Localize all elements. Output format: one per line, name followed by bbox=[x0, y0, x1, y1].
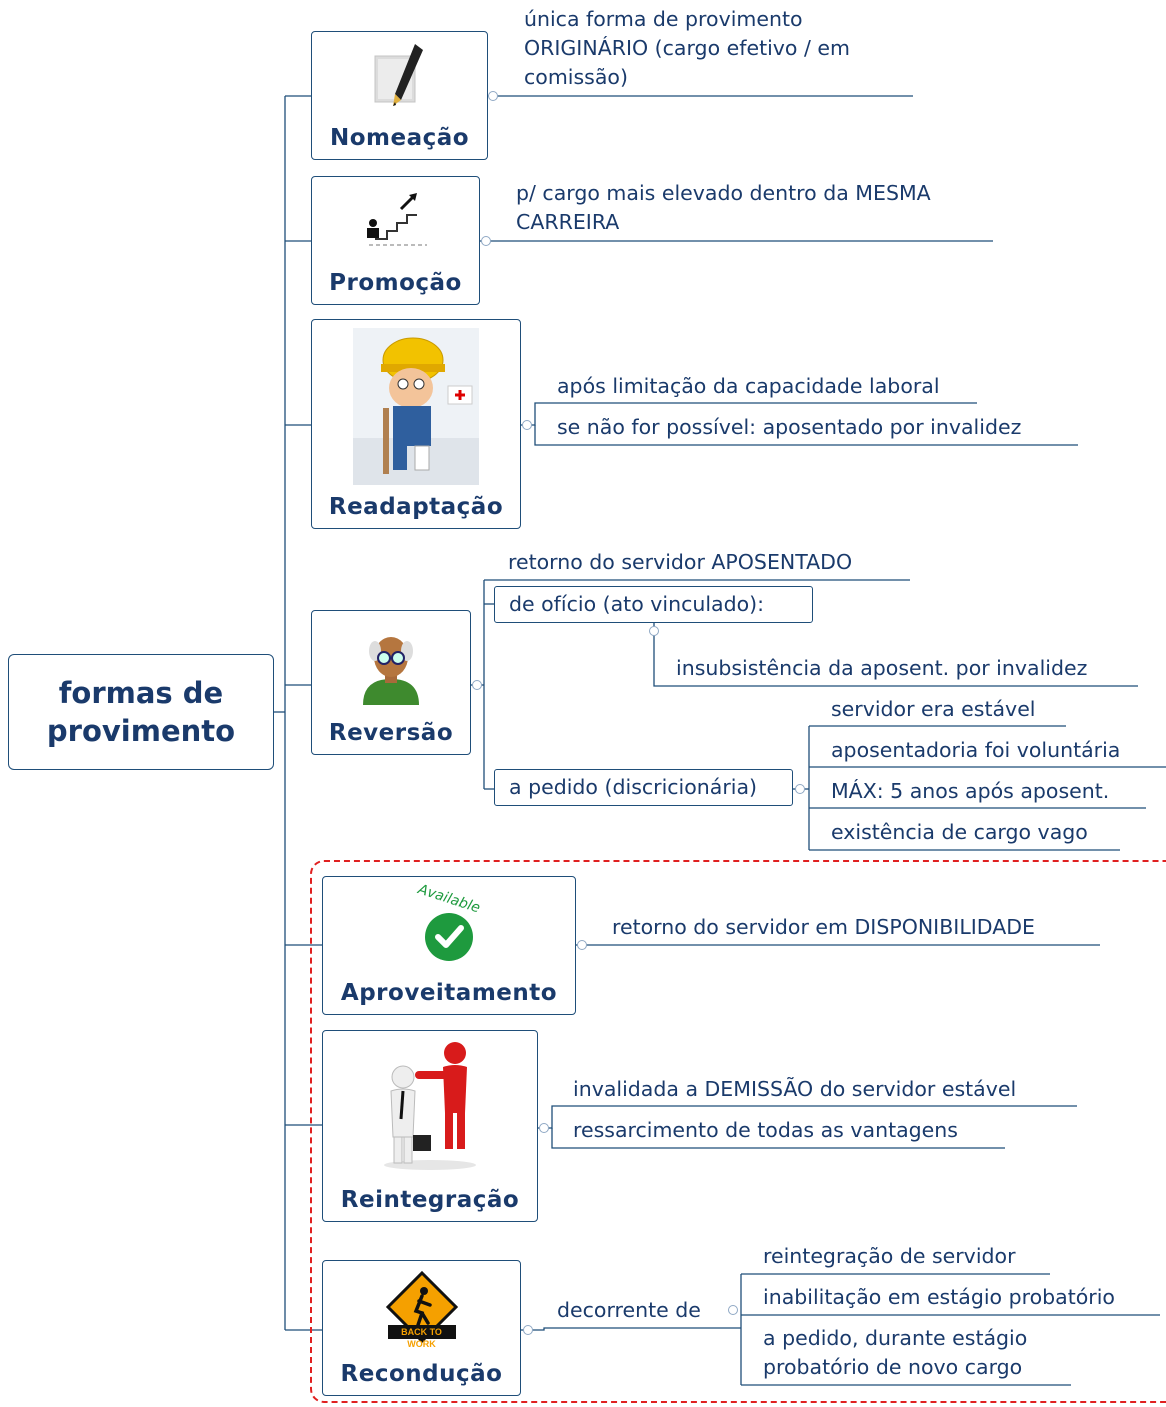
node-title: Reintegração bbox=[340, 1187, 520, 1213]
root-title-line1: formas de bbox=[58, 676, 224, 710]
node-reconducao[interactable]: BACK TO WORK Recondução bbox=[322, 1260, 521, 1396]
pedido-item-0: servidor era estável bbox=[831, 697, 1036, 721]
note-reintegracao-2: ressarcimento de todas as vantagens bbox=[573, 1118, 958, 1142]
reversao-pedido-box[interactable]: a pedido (discricionária) bbox=[494, 769, 793, 806]
note-aproveitamento: retorno do servidor em DISPONIBILIDADE bbox=[612, 915, 1035, 939]
elderly-man-icon bbox=[363, 637, 419, 705]
pedido-item-1: aposentadoria foi voluntária bbox=[831, 738, 1121, 762]
note-reversao-oficio: insubsistência da aposent. por invalidez bbox=[676, 656, 1088, 680]
reversao-oficio-box[interactable]: de ofício (ato vinculado): bbox=[494, 586, 813, 623]
node-title: Readaptação bbox=[328, 494, 504, 520]
note-promocao-line2: CARREIRA bbox=[516, 210, 620, 234]
pen-paper-icon bbox=[374, 44, 423, 106]
pedido-item-3: existência de cargo vago bbox=[831, 820, 1088, 844]
note-reversao-1: retorno do servidor APOSENTADO bbox=[508, 550, 853, 574]
reconducao-decorrente: decorrente de bbox=[557, 1298, 701, 1322]
reconducao-item-2-line2: probatório de novo cargo bbox=[763, 1355, 1023, 1379]
pointing-figures-icon bbox=[384, 1042, 476, 1170]
root-node[interactable]: formas de provimento bbox=[8, 654, 274, 770]
node-readaptacao[interactable]: Readaptação bbox=[311, 319, 521, 529]
node-reintegracao[interactable]: Reintegração bbox=[322, 1030, 538, 1222]
pedido-item-2: MÁX: 5 anos após aposent. bbox=[831, 779, 1110, 803]
root-title-line2: provimento bbox=[46, 714, 236, 748]
reconducao-item-1: inabilitação em estágio probatório bbox=[763, 1285, 1115, 1309]
node-aproveitamento[interactable]: Available Aproveitamento bbox=[322, 876, 576, 1015]
node-title: Promoção bbox=[329, 270, 462, 296]
note-nomeacao-line1: única forma de provimento bbox=[524, 7, 803, 31]
highlight-dashed-frame bbox=[310, 860, 1166, 1403]
back-to-work-sign-icon: BACK TO WORK bbox=[382, 1270, 462, 1349]
note-promocao-line1: p/ cargo mais elevado dentro da MESMA bbox=[516, 181, 931, 205]
node-reversao[interactable]: Reversão bbox=[311, 610, 471, 755]
note-readaptacao-2: se não for possível: aposentado por inva… bbox=[557, 415, 1022, 439]
node-title: Reversão bbox=[328, 720, 454, 746]
injured-worker-icon bbox=[353, 328, 479, 485]
note-nomeacao-line2: ORIGINÁRIO (cargo efetivo / em bbox=[524, 36, 850, 60]
note-nomeacao-line3: comissão) bbox=[524, 65, 628, 89]
note-readaptacao-1: após limitação da capacidade laboral bbox=[557, 374, 940, 398]
node-title: Aproveitamento bbox=[340, 980, 558, 1006]
note-reintegracao-1: invalidada a DEMISSÃO do servidor estáve… bbox=[573, 1077, 1017, 1101]
back-to-work-sign-text: BACK TO WORK bbox=[401, 1327, 442, 1349]
reconducao-item-2-line1: a pedido, durante estágio bbox=[763, 1326, 1028, 1350]
node-promocao[interactable]: Promoção bbox=[311, 176, 480, 305]
node-title: Recondução bbox=[340, 1361, 503, 1387]
node-title: Nomeação bbox=[329, 125, 470, 151]
root-title: formas de provimento bbox=[47, 674, 235, 750]
node-nomeacao[interactable]: Nomeação bbox=[311, 31, 488, 160]
stairs-climb-icon bbox=[366, 193, 427, 246]
available-check-icon: Available bbox=[409, 881, 489, 971]
reconducao-item-0: reintegração de servidor bbox=[763, 1244, 1016, 1268]
